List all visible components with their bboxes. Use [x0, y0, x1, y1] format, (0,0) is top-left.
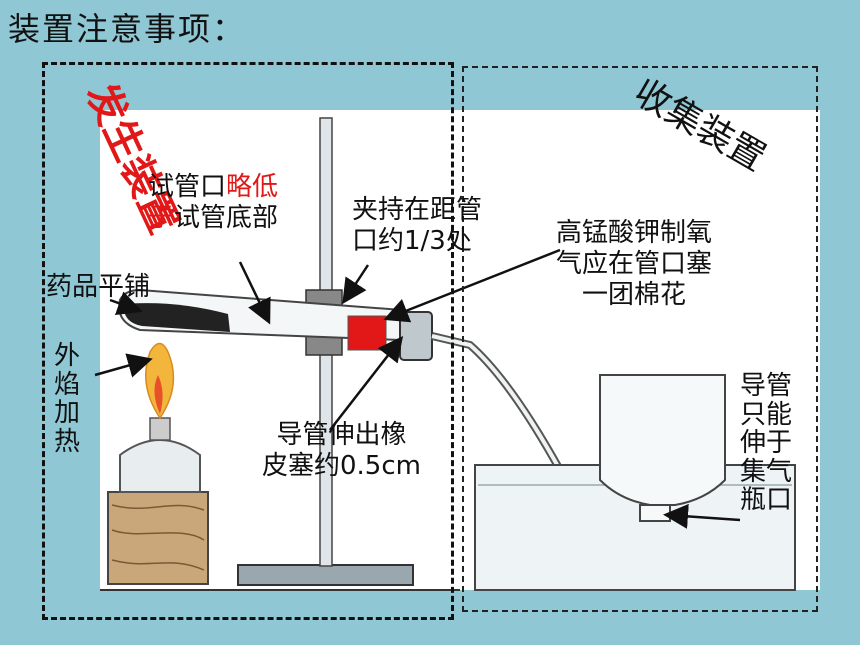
drug-spread-label: 药品平铺 — [46, 272, 151, 302]
tube-mouth-label: 试管口略低 于试管底部 — [148, 172, 279, 234]
outer-flame-label: 外焰加热 — [54, 341, 81, 457]
arrow-flame — [94, 353, 153, 378]
arrow-conduit — [329, 336, 404, 431]
arrow-bottle-mouth — [663, 503, 741, 529]
arrow-tube-mouth — [238, 261, 271, 325]
cotton-label: 高锰酸钾制氧 气应在管口塞 一团棉花 — [556, 218, 713, 311]
arrow-drug — [109, 291, 143, 316]
collection-frame — [462, 66, 818, 612]
conduit-label: 导管伸出橡 皮塞约0.5cm — [262, 420, 421, 482]
arrow-clamp — [342, 264, 370, 305]
page-title: 装置注意事项： — [8, 10, 247, 48]
arrow-cotton — [383, 248, 561, 323]
drug-powder — [123, 303, 230, 332]
clamp-label: 夹持在距管 口约1/3处 — [352, 195, 483, 257]
cotton-plug — [347, 315, 387, 351]
bottle-mouth-label: 导管只能伸于集气瓶口 — [740, 371, 793, 516]
generation-frame — [42, 62, 454, 620]
